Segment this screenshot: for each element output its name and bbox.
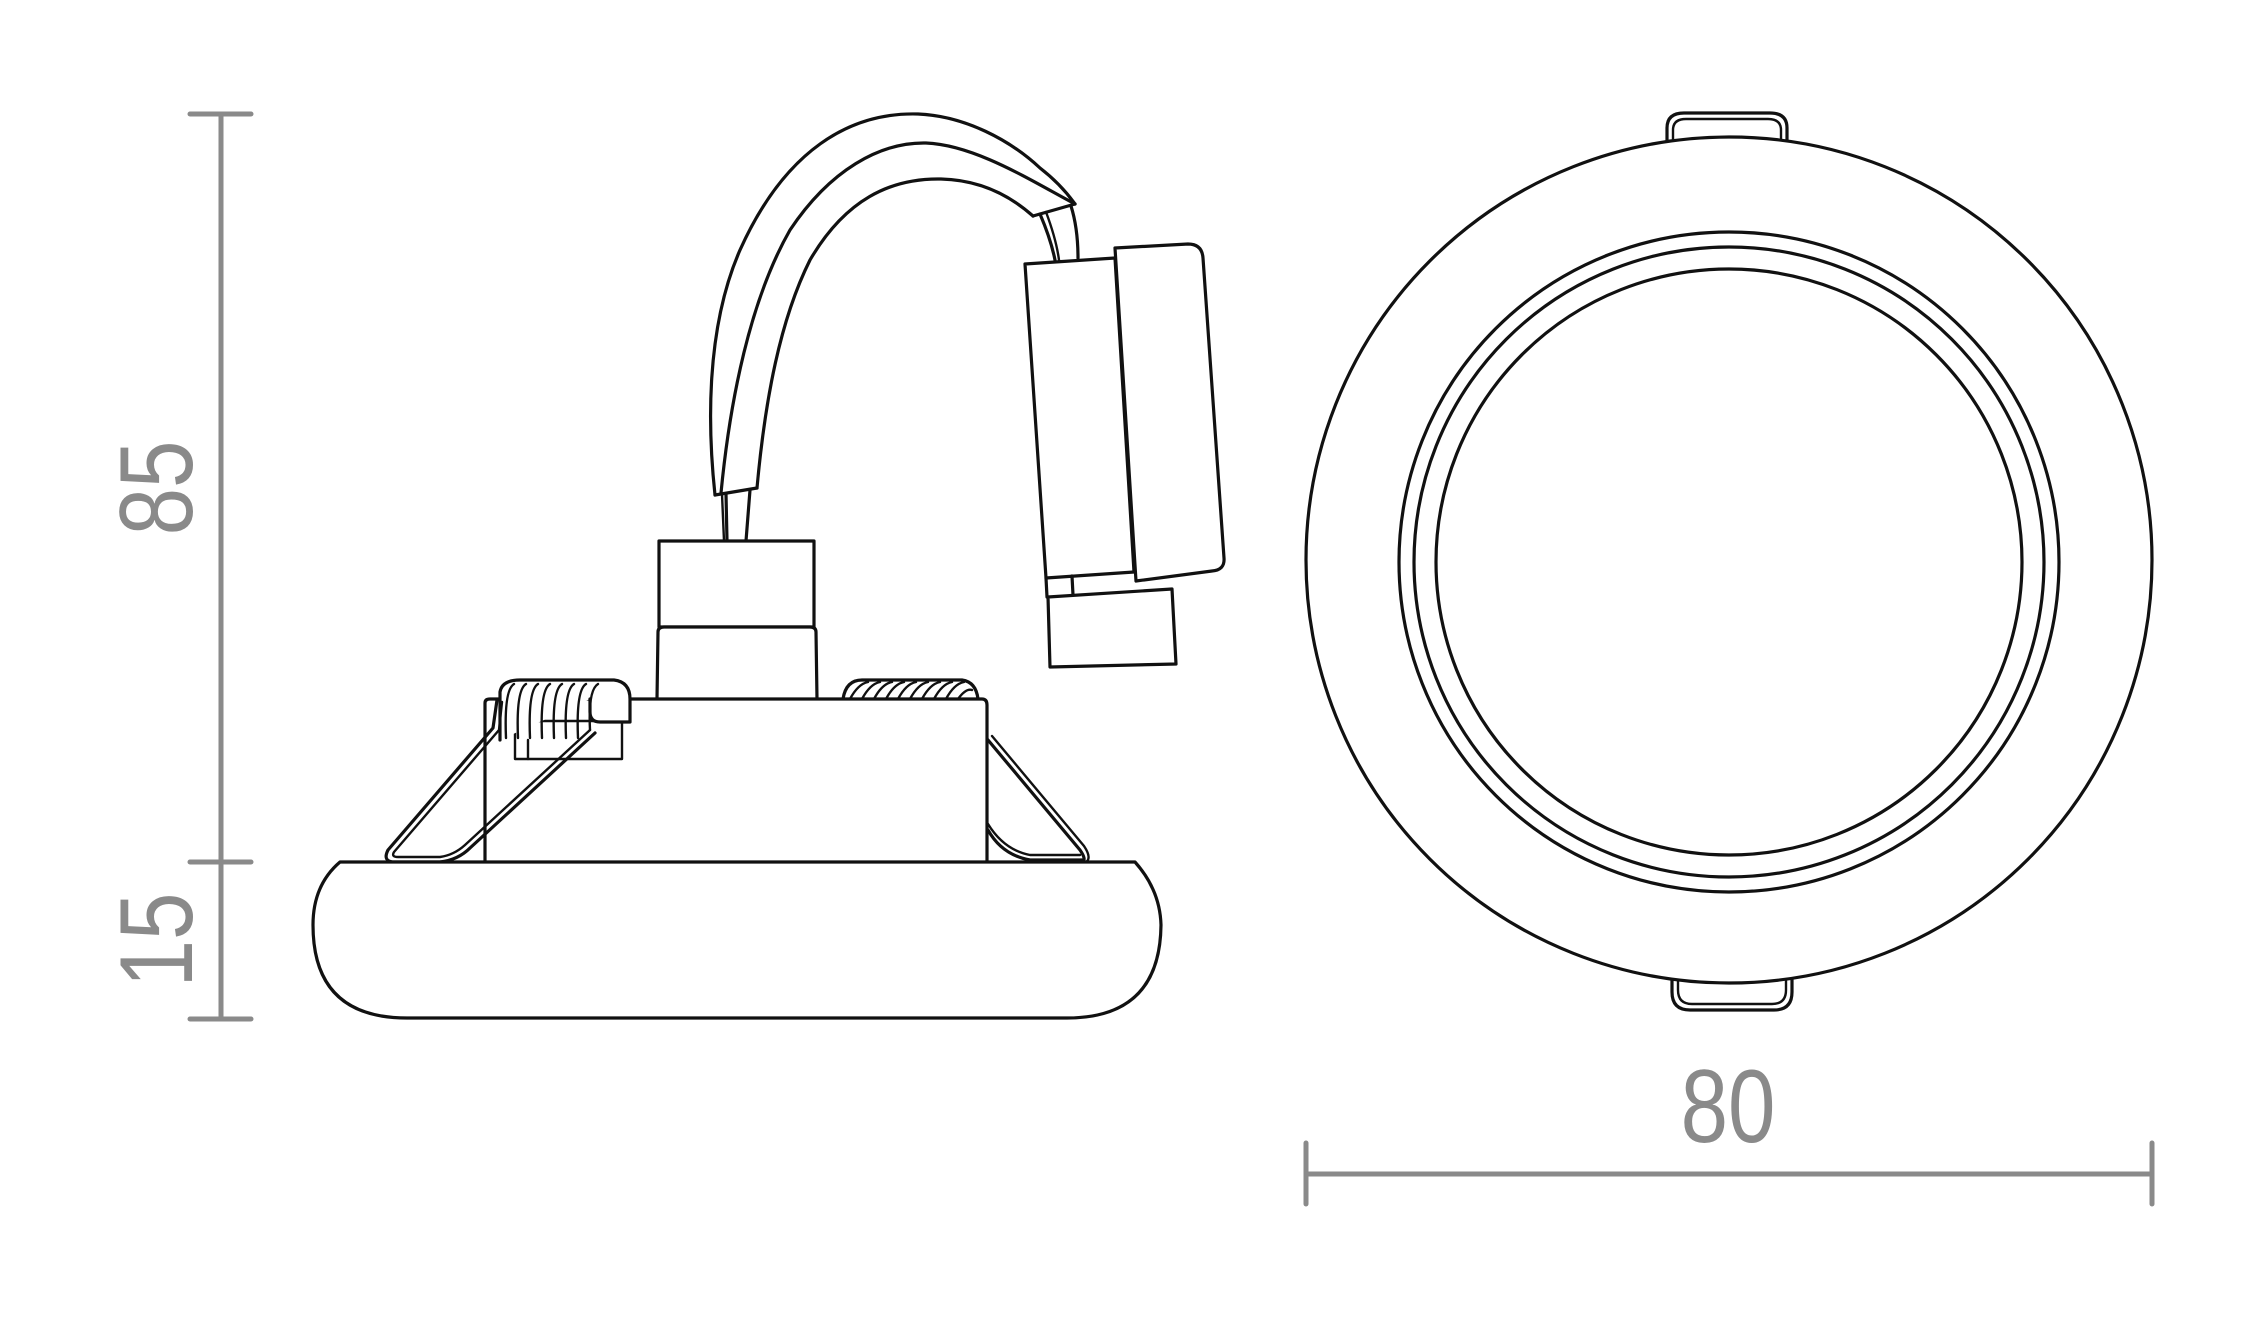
front-view	[1304, 111, 2154, 1012]
side-view	[311, 112, 1226, 1020]
lens	[1434, 267, 2024, 857]
cable	[709, 112, 1080, 543]
dimension-label-80: 80	[1681, 1049, 1776, 1165]
spring-right	[841, 678, 980, 701]
clip-tab-bottom	[1670, 978, 1794, 1012]
spring-plate	[513, 719, 624, 761]
trim-base	[311, 860, 1163, 1020]
driver-box-right	[1113, 242, 1226, 583]
driver-box	[1023, 242, 1226, 599]
inner-ring-2	[1412, 245, 2046, 879]
clip-tab-top	[1665, 111, 1789, 142]
connector-block	[1046, 587, 1178, 669]
dimension-label-85: 85	[99, 441, 215, 536]
lamp-socket	[655, 539, 819, 701]
socket-lower	[655, 625, 819, 701]
socket-upper	[657, 539, 816, 629]
spring-left	[498, 678, 632, 761]
dimension-label-15: 15	[99, 893, 215, 988]
inner-ring-1	[1397, 230, 2061, 894]
horizontal-dimension: 80	[1303, 1049, 2155, 1207]
vertical-dimension: 85 15	[99, 111, 254, 1022]
spring-clip-right	[986, 734, 1090, 864]
outer-trim-ring	[1304, 135, 2154, 985]
